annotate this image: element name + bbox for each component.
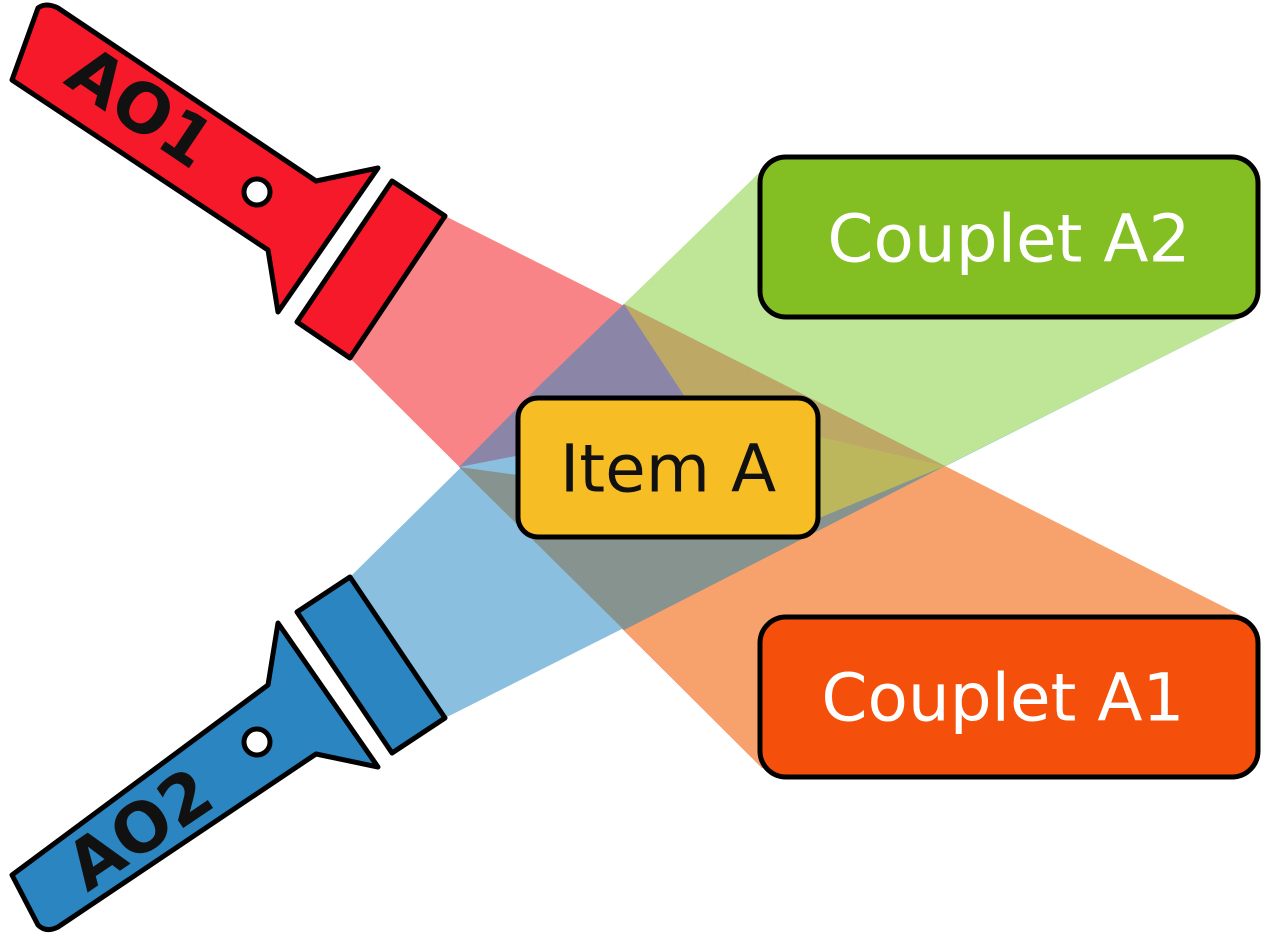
beam-overlap-right bbox=[790, 430, 945, 530]
couplet-a1-box: Couplet A1 bbox=[757, 614, 1261, 780]
item-a-label: Item A bbox=[560, 431, 776, 508]
ao1-handle bbox=[9, 2, 381, 315]
ao1-switch-icon bbox=[241, 176, 273, 208]
ao2-switch-icon bbox=[241, 726, 273, 758]
couplet-a2-label: Couplet A2 bbox=[827, 201, 1190, 278]
item-a-rect bbox=[515, 395, 821, 540]
item-a-box: Item A bbox=[515, 395, 821, 540]
ao2-handle bbox=[9, 620, 381, 933]
ao2-head bbox=[294, 574, 448, 756]
couplet-a1-rect bbox=[757, 614, 1261, 780]
couplet-a2-rect bbox=[757, 154, 1261, 320]
ao1-flashlight: AO1 bbox=[9, 2, 448, 361]
couplet-a1-label: Couplet A1 bbox=[821, 660, 1184, 737]
ao1-head bbox=[294, 178, 448, 361]
couplet-a2-box: Couplet A2 bbox=[757, 154, 1261, 320]
ao2-flashlight: AO2 bbox=[9, 574, 448, 933]
